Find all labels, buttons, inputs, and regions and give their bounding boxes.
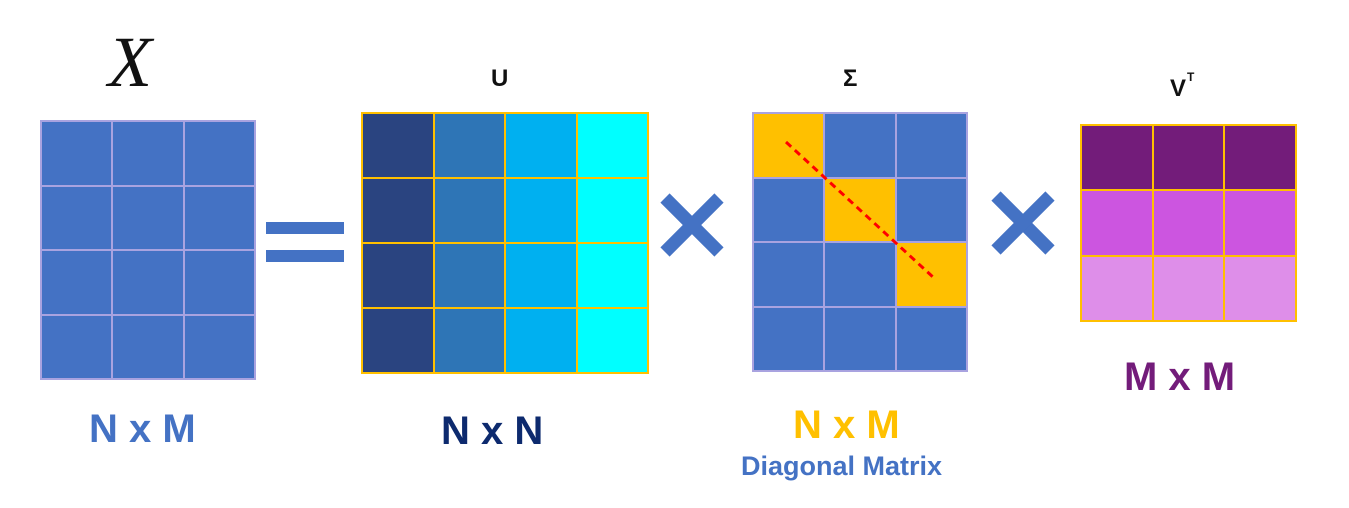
matrix-u-cell bbox=[434, 309, 504, 372]
matrix-sigma-cell bbox=[825, 307, 895, 370]
matrix-u-cell bbox=[434, 114, 504, 177]
matrix-sigma-dims: N x M bbox=[793, 403, 900, 447]
matrix-x-cell bbox=[184, 122, 254, 185]
matrix-sigma-cell bbox=[754, 178, 824, 241]
matrix-u-cell bbox=[363, 244, 433, 307]
matrix-x-cell bbox=[113, 315, 183, 378]
matrix-v-cell bbox=[1153, 191, 1224, 255]
matrix-x-cell bbox=[113, 186, 183, 249]
matrix-u-cell bbox=[506, 179, 576, 242]
matrix-sigma-subtitle: Diagonal Matrix bbox=[741, 451, 943, 481]
matrix-x-title: X bbox=[108, 22, 152, 102]
multiply-icon bbox=[659, 192, 725, 258]
matrix-x bbox=[40, 120, 256, 380]
matrix-x-cell bbox=[42, 186, 112, 249]
matrix-x-cell bbox=[184, 186, 254, 249]
matrix-v-transpose bbox=[1080, 124, 1297, 322]
matrix-x-cell bbox=[113, 251, 183, 314]
matrix-u-cell bbox=[577, 244, 647, 307]
matrix-x-cell bbox=[42, 251, 112, 314]
matrix-sigma-cell bbox=[754, 243, 824, 306]
matrix-u-cell bbox=[577, 309, 647, 372]
equals-icon bbox=[266, 222, 344, 264]
matrix-u bbox=[361, 112, 649, 374]
matrix-u-cell bbox=[506, 309, 576, 372]
matrix-sigma-cell bbox=[825, 243, 895, 306]
matrix-sigma-cell bbox=[825, 114, 895, 177]
matrix-v-title-base: V bbox=[1170, 75, 1187, 102]
matrix-sigma-cell bbox=[754, 307, 824, 370]
matrix-sigma-cell bbox=[896, 307, 966, 370]
matrix-v-cell bbox=[1153, 256, 1224, 320]
matrix-u-cell bbox=[577, 179, 647, 242]
matrix-sigma-title: Σ bbox=[843, 65, 858, 92]
matrix-x-cell bbox=[42, 122, 112, 185]
matrix-v-cell bbox=[1153, 126, 1224, 190]
matrix-u-dims: N x N bbox=[441, 409, 544, 453]
matrix-v-cell bbox=[1082, 126, 1152, 190]
multiply-icon bbox=[990, 190, 1056, 256]
matrix-u-cell bbox=[434, 179, 504, 242]
matrix-sigma bbox=[752, 112, 968, 372]
equals-bar-top bbox=[266, 222, 344, 234]
matrix-v-cell bbox=[1225, 126, 1295, 190]
matrix-x-dims: N x M bbox=[89, 407, 196, 451]
matrix-x-cell bbox=[42, 315, 112, 378]
diagonal-line bbox=[784, 140, 936, 280]
matrix-v-cell bbox=[1082, 191, 1152, 255]
matrix-u-cell bbox=[506, 114, 576, 177]
matrix-sigma-cell bbox=[896, 114, 966, 177]
matrix-sigma-cell bbox=[896, 178, 966, 241]
matrix-x-cell bbox=[113, 122, 183, 185]
matrix-x-cell bbox=[184, 251, 254, 314]
matrix-v-dims: M x M bbox=[1124, 355, 1236, 399]
matrix-v-cell bbox=[1082, 256, 1152, 320]
matrix-v-title-superscript: T bbox=[1187, 70, 1195, 84]
matrix-u-cell bbox=[363, 309, 433, 372]
matrix-u-cell bbox=[363, 179, 433, 242]
matrix-v-cell bbox=[1225, 256, 1295, 320]
matrix-v-cell bbox=[1225, 191, 1295, 255]
matrix-v-transpose-title: VT bbox=[1170, 68, 1194, 104]
matrix-u-cell bbox=[363, 114, 433, 177]
matrix-u-cell bbox=[434, 244, 504, 307]
equals-bar-bottom bbox=[266, 250, 344, 262]
matrix-u-cell bbox=[577, 114, 647, 177]
matrix-u-title: U bbox=[491, 65, 509, 92]
matrix-u-cell bbox=[506, 244, 576, 307]
matrix-x-cell bbox=[184, 315, 254, 378]
